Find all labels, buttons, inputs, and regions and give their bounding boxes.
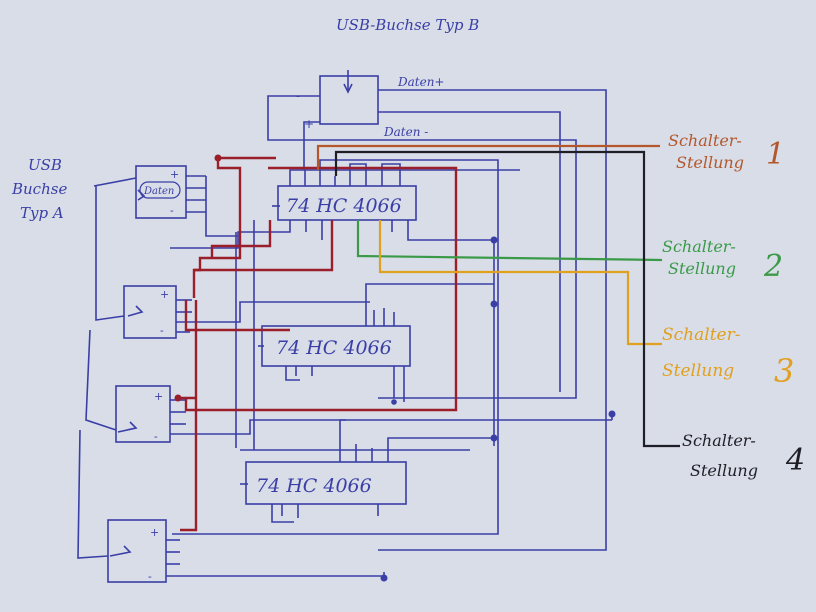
wire-schalter-3 (378, 220, 662, 346)
usb-a2-minus: - (160, 324, 164, 337)
usb-b-minus: - (296, 89, 300, 103)
schalter-3-line1: Schalter- (662, 325, 741, 345)
usb-a2-plus: + (160, 288, 169, 301)
schalter-2-line1: Schalter- (662, 237, 736, 256)
daten-minus-label: Daten - (383, 125, 428, 139)
chip-1-label: 74 HC 4066 (286, 195, 402, 217)
usb-a-label-2: Buchse (11, 180, 67, 198)
schalter-3-line2: Stellung (662, 361, 734, 381)
usb-b-connector (319, 75, 379, 125)
junction-dots (380, 236, 616, 582)
schalter-4-line1: Schalter- (682, 431, 756, 450)
chip-3-label: 74 HC 4066 (256, 475, 372, 497)
schalter-3-number: 3 (774, 352, 794, 390)
usb-a-label-1: USB (28, 156, 62, 174)
usb-a-connector-1 (135, 165, 187, 219)
usb-a-connector-3 (115, 385, 171, 443)
wire-schalter-2 (356, 220, 663, 262)
usb-a3-plus: + (154, 390, 163, 403)
labels: USB-Buchse Typ B Daten+ Daten - - + USB … (11, 16, 805, 583)
usb-a-connector-4 (107, 519, 167, 583)
daten-plus-label: Daten+ (397, 75, 444, 89)
wire-schalter-4 (334, 150, 680, 448)
usb-a4-plus: + (150, 526, 159, 539)
usb-a1-minus: - (170, 204, 174, 217)
schalter-2-line2: Stellung (668, 259, 736, 278)
usb-a3-minus: - (154, 430, 158, 443)
schalter-1-number: 1 (766, 137, 785, 172)
red-junctions (174, 154, 222, 402)
usb-a1-plus: + (170, 168, 179, 181)
daten-oval (139, 181, 181, 199)
usb-a-label-3: Typ A (20, 204, 64, 222)
usb-a4-minus: - (148, 570, 152, 583)
schalter-4-number: 4 (785, 443, 805, 478)
chip-1-body (277, 185, 417, 221)
wire-schalter-1 (316, 144, 660, 170)
daten-a-label: Daten (143, 186, 174, 197)
chip-3-body (245, 461, 407, 505)
red-wires (178, 156, 458, 532)
schalter-4-line2: Stellung (690, 461, 758, 480)
usb-b-label: USB-Buchse Typ B (336, 16, 479, 34)
schalter-1-line2: Stellung (676, 153, 744, 172)
usb-b-plus: + (304, 117, 314, 131)
schalter-1-line1: Schalter- (668, 131, 742, 150)
blue-wires (77, 70, 613, 583)
chip-2-label: 74 HC 4066 (276, 337, 392, 359)
schalter-2-number: 2 (763, 249, 783, 284)
